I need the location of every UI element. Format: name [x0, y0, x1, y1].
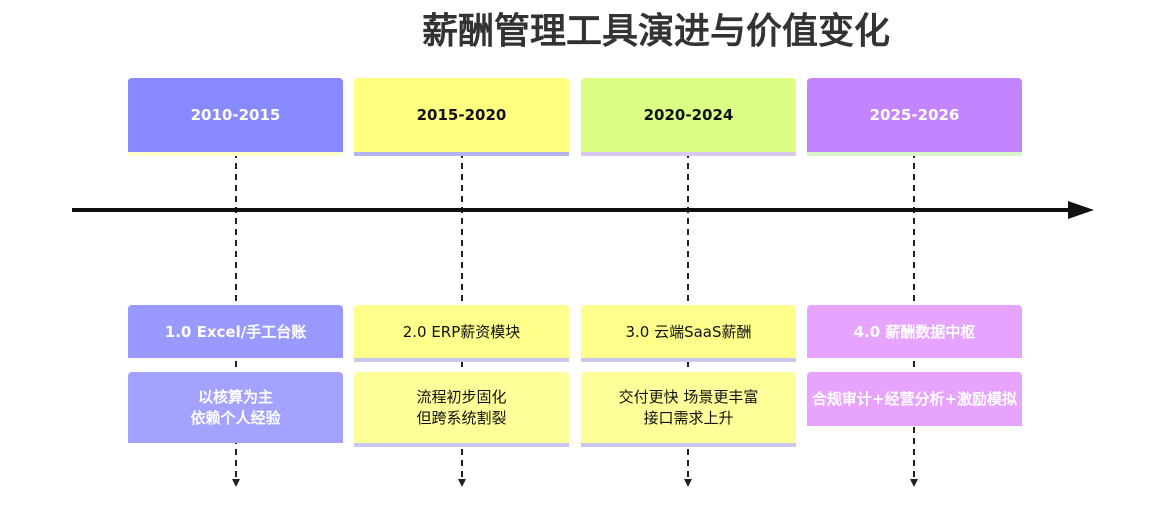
period-box-1: 2010-2015 [128, 78, 343, 152]
period-box-3: 2020-2024 [581, 78, 796, 152]
detail-box-4: 合规审计+经营分析+激励模拟 [807, 372, 1022, 426]
stage-box-2: 2.0 ERP薪资模块 [354, 305, 569, 358]
detail-underline-2 [354, 443, 569, 447]
stage-underline-3 [581, 358, 796, 362]
period-box-4: 2025-2026 [807, 78, 1022, 152]
detail-line-3-2: 接口需求上升 [643, 408, 734, 427]
period-label-2: 2015-2020 [416, 106, 507, 124]
stage-label-1: 1.0 Excel/手工台账 [164, 323, 307, 341]
detail-underline-3 [581, 443, 796, 447]
detail-line-1-1: 以核算为主 [197, 387, 273, 406]
period-label-3: 2020-2024 [643, 106, 734, 124]
stage-box-4: 4.0 薪酬数据中枢 [807, 305, 1022, 358]
period-label-1: 2010-2015 [190, 106, 281, 124]
period-underline-1 [128, 152, 343, 156]
stage-box-1: 1.0 Excel/手工台账 [128, 305, 343, 358]
detail-line-4-1: 合规审计+经营分析+激励模拟 [811, 389, 1018, 408]
detail-line-1-2: 依赖个人经验 [190, 408, 281, 427]
detail-line-2-2: 但跨系统割裂 [416, 408, 507, 427]
detail-box-2: 流程初步固化 但跨系统割裂 [354, 372, 569, 443]
period-underline-3 [581, 152, 796, 156]
stage-underline-2 [354, 358, 569, 362]
stage-label-3: 3.0 云端SaaS薪酬 [625, 323, 752, 341]
timeline-axis-arrowhead [1068, 201, 1094, 219]
stage-label-2: 2.0 ERP薪资模块 [402, 323, 521, 341]
period-label-4: 2025-2026 [869, 106, 960, 124]
period-box-2: 2015-2020 [354, 78, 569, 152]
period-underline-2 [354, 152, 569, 156]
diagram-title: 薪酬管理工具演进与价值变化 [421, 11, 890, 52]
stage-label-4: 4.0 薪酬数据中枢 [853, 323, 976, 341]
stage-box-3: 3.0 云端SaaS薪酬 [581, 305, 796, 358]
detail-line-2-1: 流程初步固化 [416, 387, 507, 406]
period-underline-4 [807, 152, 1022, 156]
detail-box-1: 以核算为主 依赖个人经验 [128, 372, 343, 443]
detail-line-3-1: 交付更快 场景更丰富 [618, 387, 759, 406]
detail-box-3: 交付更快 场景更丰富 接口需求上升 [581, 372, 796, 443]
